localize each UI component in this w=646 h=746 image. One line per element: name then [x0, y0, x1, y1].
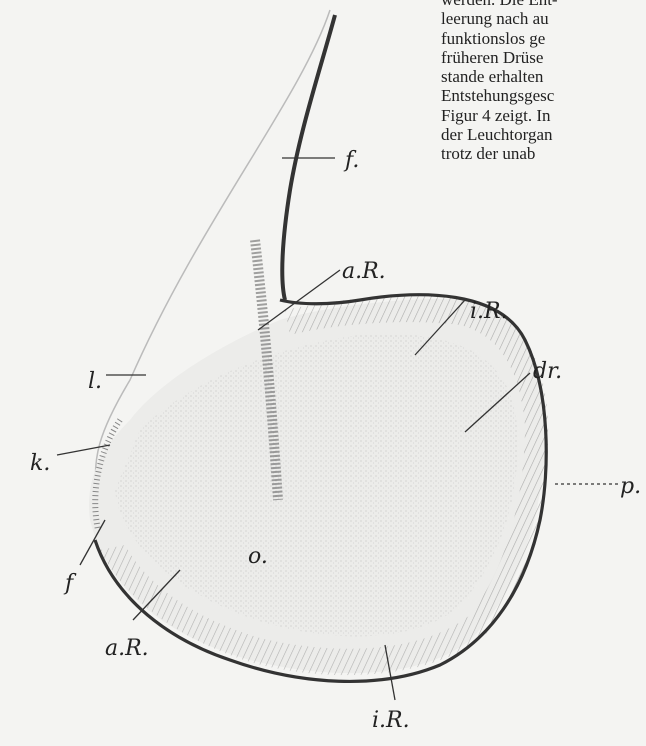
- label-iR-top: i.R.: [470, 299, 508, 324]
- label-k: k.: [30, 451, 50, 476]
- label-aR-bottom: a.R.: [105, 636, 149, 661]
- label-p: p.: [620, 474, 641, 499]
- label-f-top: f.: [343, 148, 359, 173]
- label-aR-top: a.R.: [342, 259, 386, 284]
- label-o: o.: [248, 544, 268, 569]
- label-iR-bottom: i.R.: [372, 708, 410, 733]
- label-dr: dr.: [533, 359, 562, 384]
- label-f-left: f: [63, 571, 77, 596]
- label-l: l.: [88, 369, 102, 394]
